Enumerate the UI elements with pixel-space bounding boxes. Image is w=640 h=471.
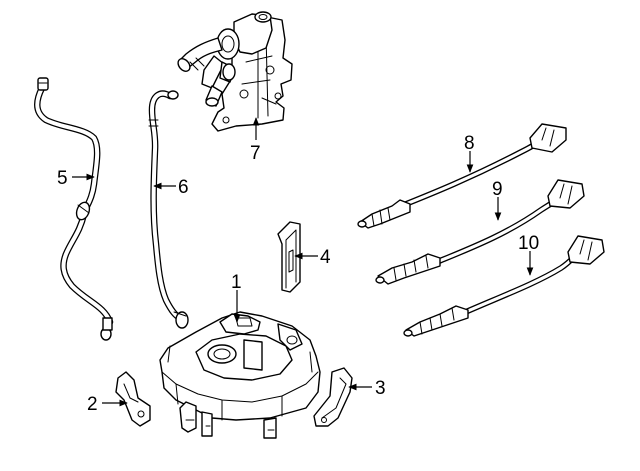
callout-1: 1 — [231, 272, 242, 293]
callout-6: 6 — [178, 177, 189, 198]
part-6-hose — [148, 90, 189, 329]
part-3-bracket — [313, 367, 353, 427]
part-7-valve-assembly — [177, 11, 293, 132]
part-4-bracket — [277, 221, 301, 293]
leader-lines — [72, 117, 534, 407]
part-5-hose — [34, 77, 114, 341]
callout-labels: 1 2 3 4 5 6 7 8 9 10 — [57, 133, 539, 415]
part-2-bracket — [115, 371, 151, 427]
callout-9: 9 — [492, 179, 503, 200]
callout-7: 7 — [250, 143, 261, 164]
part-9-oxygen-sensor — [375, 179, 585, 285]
callout-8: 8 — [464, 133, 475, 154]
callout-2: 2 — [87, 394, 98, 415]
part-1-canister — [159, 311, 321, 439]
part-8-oxygen-sensor — [357, 123, 567, 229]
callout-10: 10 — [518, 233, 539, 254]
callout-4: 4 — [320, 247, 331, 268]
part-10-oxygen-sensor — [403, 235, 605, 337]
callout-5: 5 — [57, 168, 68, 189]
callout-3: 3 — [375, 378, 386, 399]
